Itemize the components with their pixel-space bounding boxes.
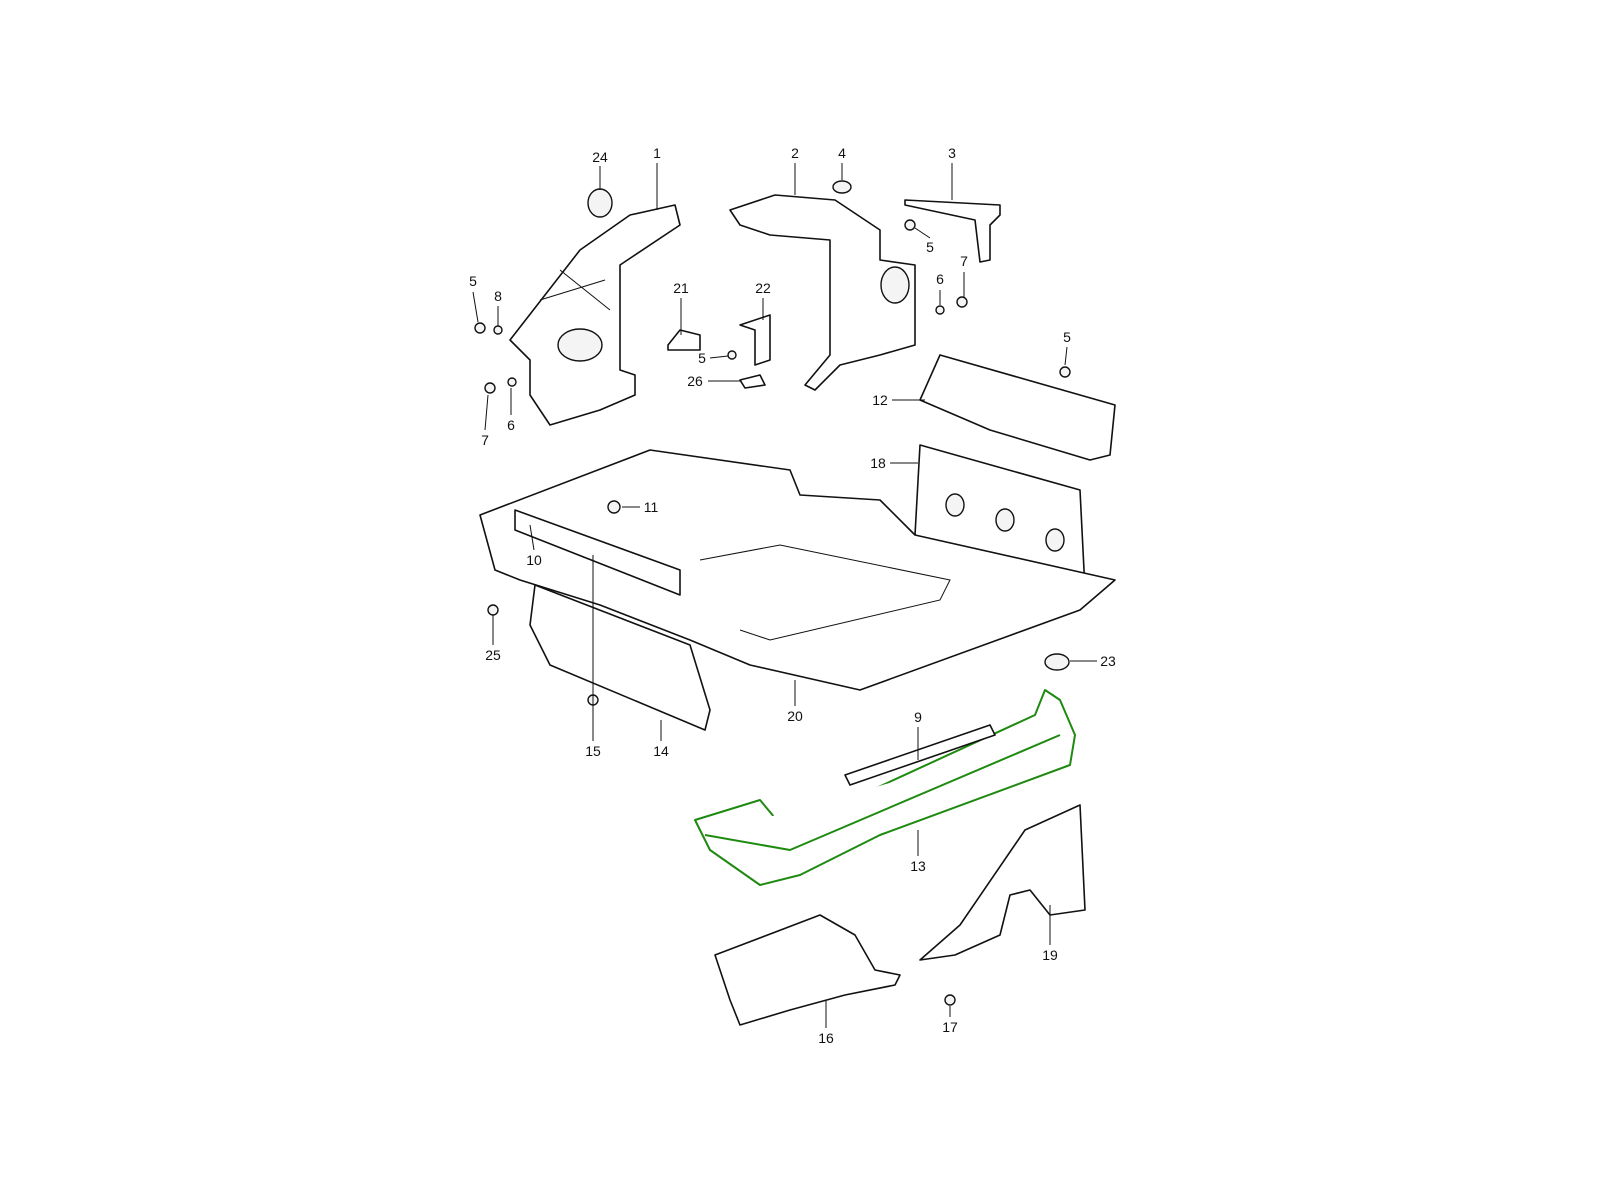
label-12: 12 xyxy=(872,392,888,408)
fasteners xyxy=(474,219,1071,1006)
leader-lines xyxy=(472,163,1097,1028)
label-5: 5 xyxy=(698,350,706,366)
label-17: 17 xyxy=(942,1019,958,1035)
label-14: 14 xyxy=(653,743,669,759)
part-14-side-panel[interactable] xyxy=(529,584,711,731)
label-11: 11 xyxy=(644,499,659,515)
label-3: 3 xyxy=(948,145,956,161)
label-10: 10 xyxy=(526,552,542,568)
label-26: 26 xyxy=(687,373,703,389)
label-19: 19 xyxy=(1042,947,1058,963)
label-9: 9 xyxy=(914,709,922,725)
part-3-bracket[interactable] xyxy=(904,199,1001,263)
part-1-left-inner-panel[interactable] xyxy=(509,204,681,426)
part-22-bracket[interactable] xyxy=(739,314,771,366)
label-20: 20 xyxy=(787,708,803,724)
part-19-lower-cover[interactable] xyxy=(919,804,1086,961)
label-7: 7 xyxy=(481,432,489,448)
label-6: 6 xyxy=(936,271,944,287)
label-5: 5 xyxy=(926,239,934,255)
label-8: 8 xyxy=(494,288,502,304)
label-15: 15 xyxy=(585,743,601,759)
part-24-grommet[interactable] xyxy=(587,188,613,218)
label-18: 18 xyxy=(870,455,886,471)
label-5: 5 xyxy=(1063,329,1071,345)
label-22: 22 xyxy=(755,280,771,296)
part-20-floor-pan[interactable] xyxy=(479,449,1116,691)
label-13: 13 xyxy=(910,858,926,874)
part-26-clip[interactable] xyxy=(739,374,766,389)
part-23-plug[interactable] xyxy=(1044,653,1070,671)
label-16: 16 xyxy=(818,1030,834,1046)
label-4: 4 xyxy=(838,145,846,161)
part-12-rear-panel[interactable] xyxy=(919,354,1116,461)
part-labels: 24 1 2 4 3 5 6 7 5 8 7 6 21 22 5 26 5 12… xyxy=(469,145,1116,1046)
label-21: 21 xyxy=(673,280,689,296)
part-9-seal-strip[interactable] xyxy=(844,724,996,786)
part-10-rail[interactable] xyxy=(514,509,681,596)
part-2-right-inner-panel[interactable] xyxy=(729,194,916,391)
label-1: 1 xyxy=(653,145,661,161)
label-23: 23 xyxy=(1100,653,1116,669)
part-16-lower-cover[interactable] xyxy=(714,914,901,1026)
part-13-front-spoiler[interactable] xyxy=(694,689,1076,886)
part-21-bracket[interactable] xyxy=(667,329,701,351)
label-25: 25 xyxy=(485,647,501,663)
label-2: 2 xyxy=(791,145,799,161)
part-18-bulkhead[interactable] xyxy=(914,444,1086,596)
label-7: 7 xyxy=(960,253,968,269)
label-6: 6 xyxy=(507,417,515,433)
label-5: 5 xyxy=(469,273,477,289)
label-24: 24 xyxy=(592,149,608,165)
part-4-nut[interactable] xyxy=(832,180,852,194)
